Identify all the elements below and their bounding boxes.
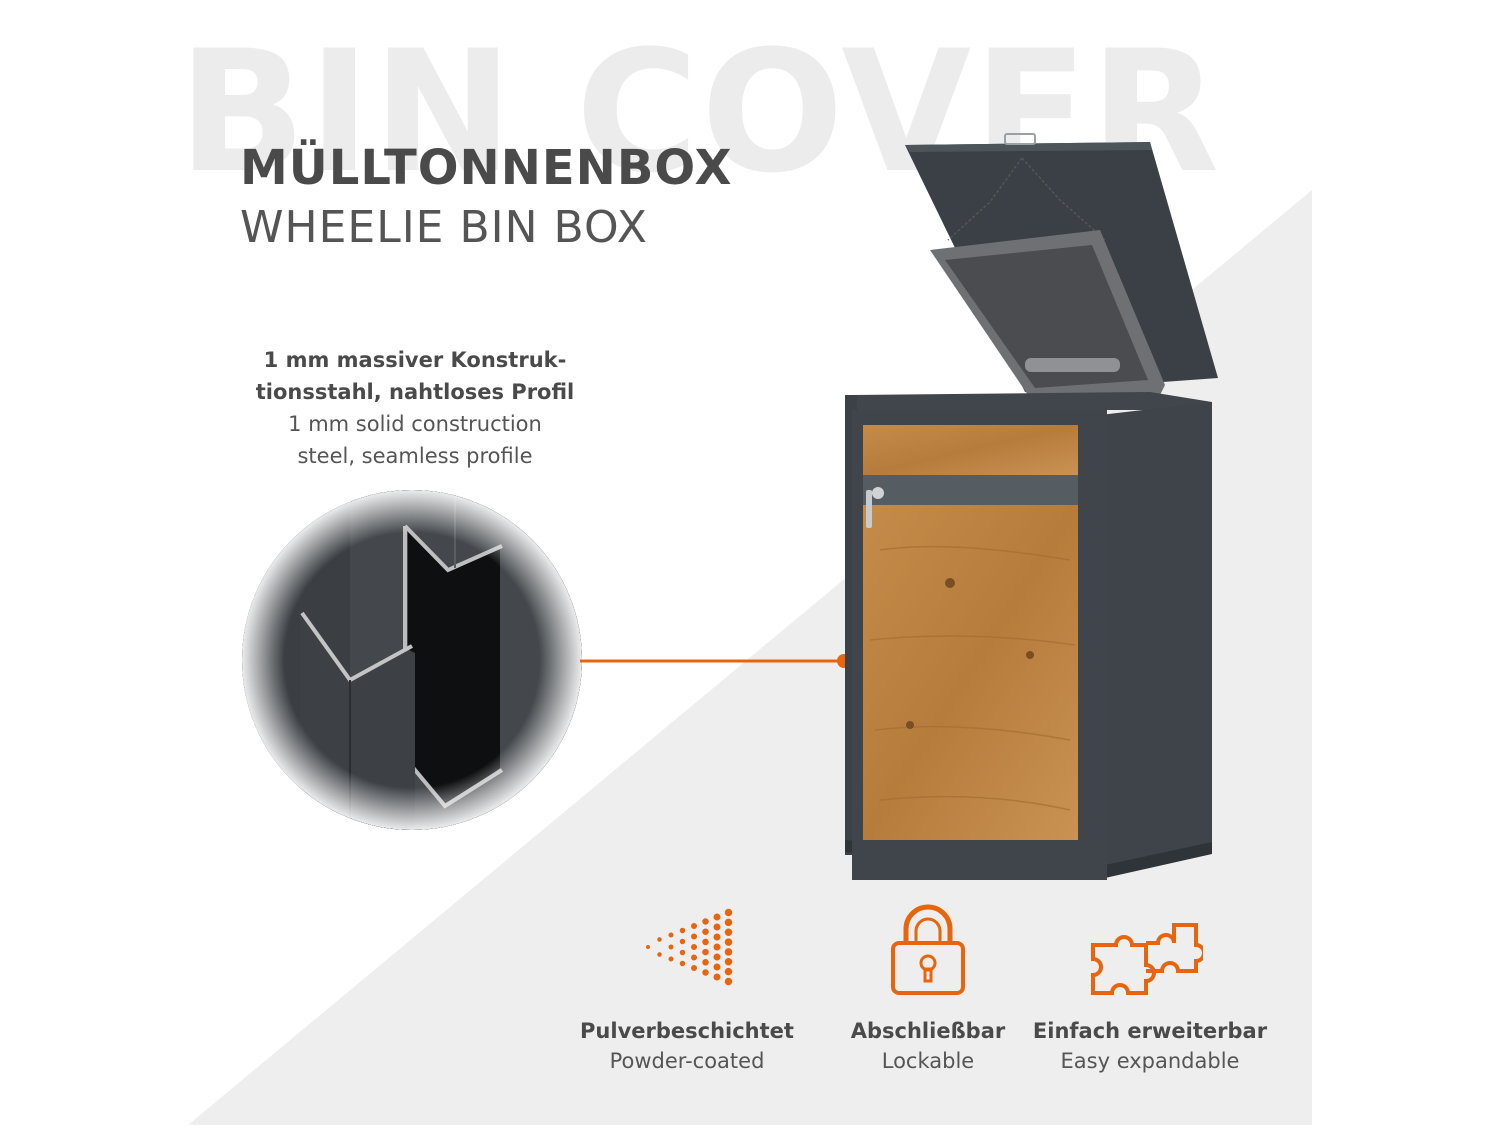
bin-box-product-image <box>845 133 1218 880</box>
feature-lockable-de: Abschließbar <box>850 1019 1006 1043</box>
feature-expandable-de: Einfach erweiterbar <box>1032 1019 1268 1043</box>
puzzle-icon <box>1091 923 1203 995</box>
steel-profile-closeup <box>242 490 582 830</box>
title-german: MÜLLTONNENBOX <box>240 140 733 196</box>
spec-english-line-1: 1 mm solid construction <box>288 412 542 436</box>
powder-spray-icon <box>646 908 733 986</box>
spec-english-line-2: steel, seamless profile <box>297 444 533 468</box>
feature-expandable: Einfach erweiterbar Easy expandable <box>1030 1016 1270 1076</box>
title-english: WHEELIE BIN BOX <box>240 202 648 253</box>
padlock-icon <box>891 904 965 995</box>
spec-german-line-1: 1 mm massiver Konstruk- <box>263 348 567 372</box>
material-spec: 1 mm massiver Konstruk- tionsstahl, naht… <box>230 344 600 472</box>
feature-powder-coated-de: Pulverbeschichtet <box>580 1019 794 1043</box>
feature-powder-coated-en: Powder-coated <box>609 1049 765 1073</box>
feature-powder-coated: Pulverbeschichtet Powder-coated <box>567 1016 807 1076</box>
feature-lockable: Abschließbar Lockable <box>808 1016 1048 1076</box>
feature-expandable-en: Easy expandable <box>1060 1049 1240 1073</box>
feature-lockable-en: Lockable <box>881 1049 975 1073</box>
connector-line <box>580 654 851 668</box>
spec-german-line-2: tionsstahl, nahtloses Profil <box>255 380 575 404</box>
